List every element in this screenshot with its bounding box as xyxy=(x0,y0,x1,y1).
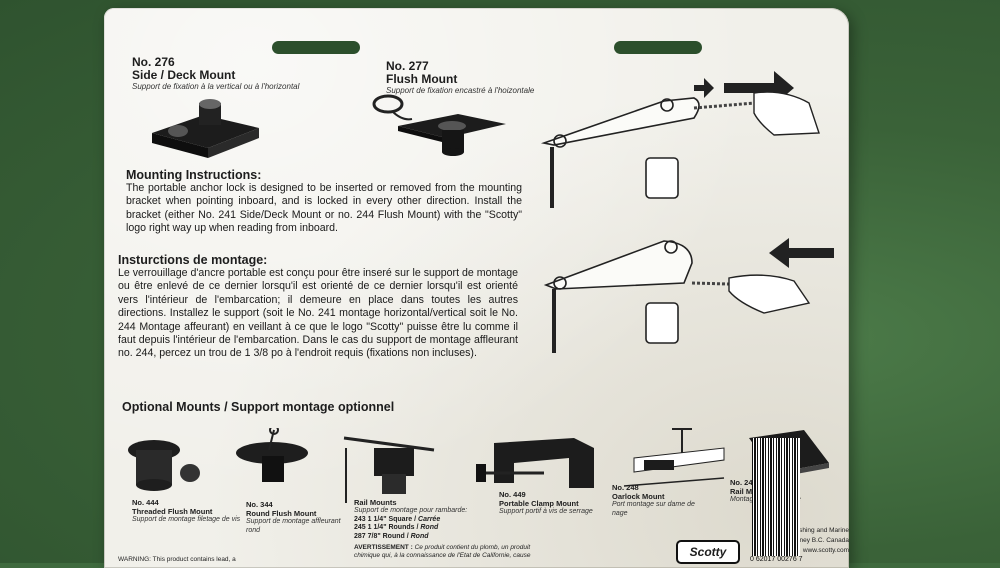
hang-slot-right xyxy=(614,41,702,54)
rail-size-287: 287 7/8" Round / Rond xyxy=(354,532,429,540)
product-card: No. 276 Side / Deck Mount Support de fix… xyxy=(104,8,849,568)
anchor-lock-diagram-insert xyxy=(540,71,820,208)
mount-rail: Rail Mounts Support de montage pour ramb… xyxy=(354,498,494,541)
mount-name: Portable Clamp Mount xyxy=(499,499,579,508)
mounting-body: The portable anchor lock is designed to … xyxy=(126,182,522,235)
mount-name: Round Flush Mount xyxy=(246,509,317,518)
optional-mounts-illustrations xyxy=(128,428,829,503)
threaded-flush-mount-image xyxy=(128,440,200,491)
mount-248: No. 248 Oarlock Mount Port montage sur d… xyxy=(612,483,712,518)
barcode xyxy=(752,438,800,556)
round-flush-mount-image xyxy=(236,428,308,482)
mount-444: No. 444 Threaded Flush Mount Support de … xyxy=(132,498,242,525)
mount-name: Threaded Flush Mount xyxy=(132,507,213,516)
mount-449: No. 449 Portable Clamp Mount Support por… xyxy=(499,490,599,517)
mount-name: Rail Mounts xyxy=(354,498,397,507)
mount-code: No. 449 xyxy=(499,490,526,499)
mount-fr: Support de montage pour rambarde: xyxy=(354,507,468,514)
scotty-logo: Scotty xyxy=(676,540,740,564)
mount-fr: Support portif à vis de serrage xyxy=(499,508,593,515)
product-name: Flush Mount xyxy=(386,72,458,86)
rail-size-243: 243 1 1/4" Square / Carrée xyxy=(354,515,441,523)
mount-fr: Port montage sur dame de nage xyxy=(612,501,695,517)
mount-344: No. 344 Round Flush Mount Support de mon… xyxy=(246,500,351,535)
company-info: Scotty Fishing and Marine Sidney B.C. Ca… xyxy=(749,526,849,556)
side-deck-mount-illustration xyxy=(152,99,259,158)
montage-title: Insturctions de montage: xyxy=(118,253,268,267)
mount-code: No. 344 xyxy=(246,500,273,509)
company-web: www.scotty.com xyxy=(802,547,849,554)
product-code: No. 276 xyxy=(132,55,175,69)
warning-fr-title: AVERTISSEMENT : xyxy=(354,544,413,551)
mount-fr: Support de montage affleurant rond xyxy=(246,518,341,534)
mount-code: No. 242 xyxy=(730,478,757,487)
mount-code: No. 248 xyxy=(612,483,639,492)
product-276: No. 276 Side / Deck Mount Support de fix… xyxy=(132,56,322,92)
oarlock-mount-image xyxy=(623,428,725,487)
hang-slot-left xyxy=(272,41,360,54)
montage-body: Le verrouillage d'ancre portable est con… xyxy=(118,267,518,360)
warning-fr: AVERTISSEMENT : Ce produit contient du p… xyxy=(354,544,554,560)
mount-name: Oarlock Mount xyxy=(612,492,665,501)
portable-clamp-mount-image xyxy=(476,438,594,488)
product-fr: Support de fixation à la vertical ou à l… xyxy=(132,82,300,91)
barcode-number: 0 62017 00276 7 xyxy=(750,556,803,563)
warning-en: WARNING: This product contains lead, a xyxy=(118,556,236,563)
flush-mount-illustration xyxy=(372,94,506,156)
mount-code: No. 444 xyxy=(132,498,159,507)
rail-size-245: 245 1 1/4" Rounds / Rond xyxy=(354,524,439,531)
optional-mounts-title-wrap: Optional Mounts / Support montage option… xyxy=(122,400,522,414)
mount-fr: Support de montage filetage de vis xyxy=(132,516,241,523)
product-name: Side / Deck Mount xyxy=(132,68,236,82)
anchor-lock-diagram-remove xyxy=(543,238,834,353)
optional-mounts-title: Optional Mounts / Support montage option… xyxy=(122,400,395,414)
product-fr: Support de fixation encastré à l'hoizont… xyxy=(386,86,535,95)
mounting-title: Mounting Instructions: xyxy=(126,168,262,182)
company-city: Sidney B.C. Canada xyxy=(790,537,849,544)
rail-mount-image xyxy=(343,436,435,503)
mounting-instructions: Mounting Instructions: The portable anch… xyxy=(126,168,522,236)
product-code: No. 277 xyxy=(386,59,429,73)
montage-instructions: Insturctions de montage: Le verrouillage… xyxy=(118,253,518,361)
company-name: Scotty Fishing and Marine xyxy=(773,527,849,534)
warning-fr-text: Ce produit contient du plomb, un produit… xyxy=(354,544,531,559)
product-277: No. 277 Flush Mount Support de fixation … xyxy=(386,60,586,96)
